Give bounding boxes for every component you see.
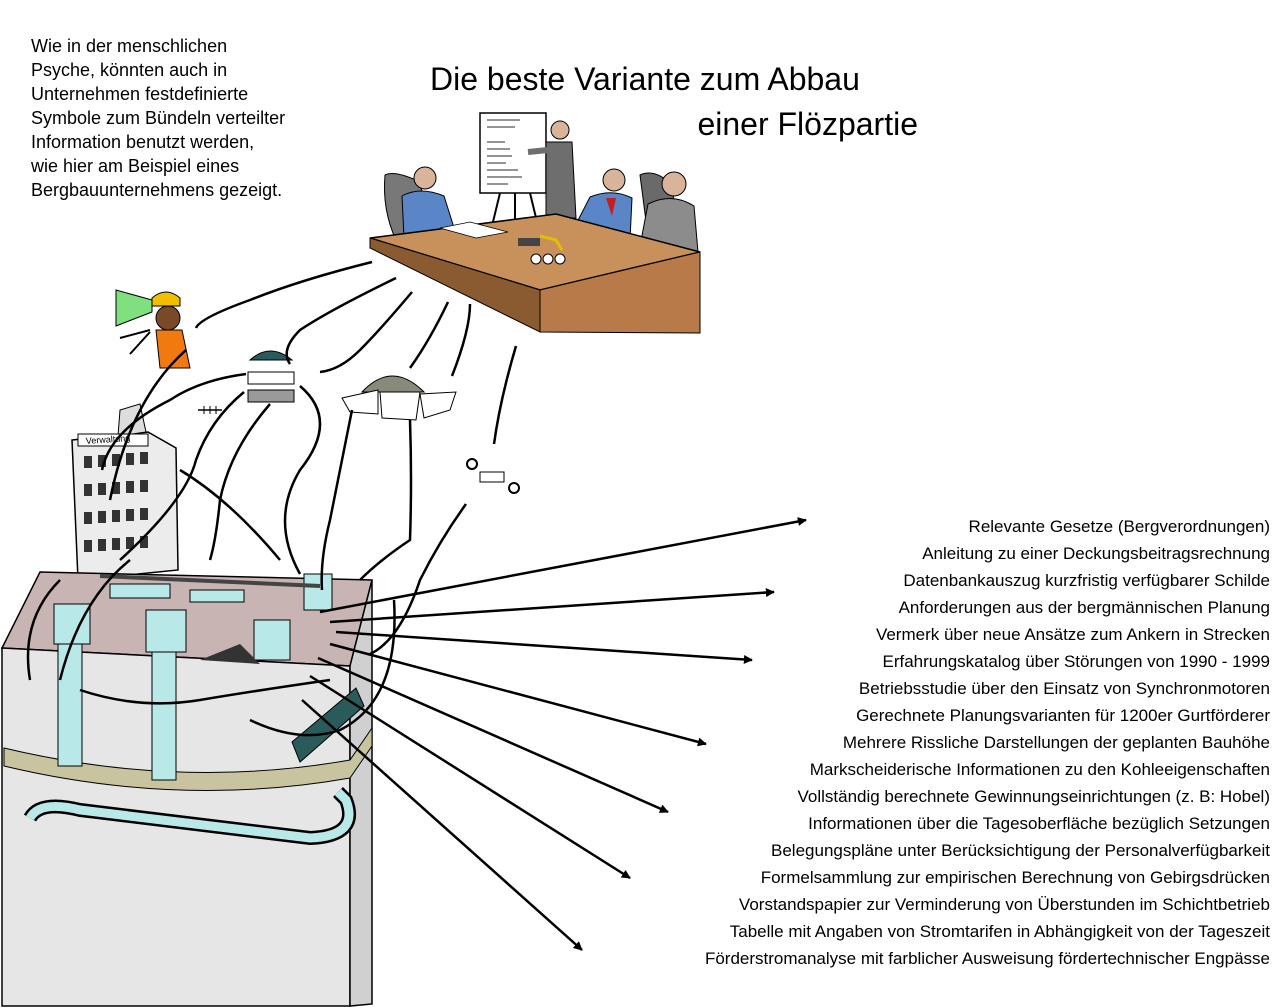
item-arrows [301,517,807,951]
information-items: Relevante Gesetze (Bergverordnungen) Anl… [705,513,1270,972]
arrow-2 [329,588,775,624]
administration-building: Verwaltung [71,403,179,581]
list-item: Markscheiderische Informationen zu den K… [809,760,1270,779]
presenter [527,120,577,219]
meeting-table [369,213,701,334]
intro-line: wie hier am Beispiel eines [31,156,240,176]
intro-line: Bergbauunternehmens gezeigt. [31,180,283,200]
list-item: Tabelle mit Angaben von Stromtarifen in … [729,922,1270,941]
list-item: Mehrere Rissliche Darstellungen der gepl… [842,733,1270,752]
arrow-3 [335,630,753,664]
list-item: Anforderungen aus der bergmännischen Pla… [898,598,1270,617]
list-item: Betriebsstudie über den Einsatz von Sync… [858,679,1270,698]
arrow-4 [329,642,707,747]
list-item: Vorstandspapier zur Verminderung von Übe… [738,895,1270,914]
list-item: Förderstromanalyse mit farblicher Auswei… [704,949,1270,968]
list-item: Vermerk über neue Ansätze zum Ankern in … [875,625,1270,644]
page-title: Die beste Variante zum Abbau einer Flözp… [430,57,918,147]
gear-link-icon [466,458,520,494]
title-line-1: Die beste Variante zum Abbau [430,61,860,97]
list-item: Formelsammlung zur empirischen Berechnun… [760,868,1270,887]
intro-text: Wie in der menschlichen Psyche, könnten … [31,34,351,202]
list-item: Gerechnete Planungsvarianten für 1200er … [856,706,1270,725]
arrow-5 [317,656,669,814]
intro-line: Symbole zum Bündeln verteilter [31,108,286,128]
intro-line: Information benutzt werden, [31,132,255,152]
arrow-6 [309,674,631,880]
title-line-2: einer Flözpartie [697,106,918,142]
attendee-left [401,166,457,239]
list-item: Vollständig berechnete Gewinnungseinrich… [797,787,1270,806]
mining-model-icon [518,234,566,265]
mine-block [0,571,373,1007]
list-item: Belegungspläne unter Berücksichtigung de… [771,841,1270,860]
intro-line: Psyche, könnten auch in [31,60,228,80]
list-item: Erfahrungskatalog über Störungen von 199… [882,652,1271,671]
flow-lines [26,260,518,737]
coal-pile-icon [341,375,457,421]
miner-icon [115,289,191,369]
meeting-scene [369,112,701,334]
list-item: Datenbankauszug kurzfristig verfügbarer … [903,571,1270,590]
list-item: Informationen über die Tagesoberfläche b… [808,814,1270,833]
list-item: Anleitung zu einer Deckungsbeitragsrechn… [922,544,1270,563]
list-item: Relevante Gesetze (Bergverordnungen) [968,517,1270,536]
intro-line: Wie in der menschlichen [31,36,228,56]
shield-support-icon [247,350,295,403]
intro-line: Unternehmen festdefinierte [31,84,249,104]
arrow-7 [301,699,583,951]
small-link-icon [198,406,222,414]
attendee-grey [639,171,699,253]
arrow-1 [319,517,807,614]
